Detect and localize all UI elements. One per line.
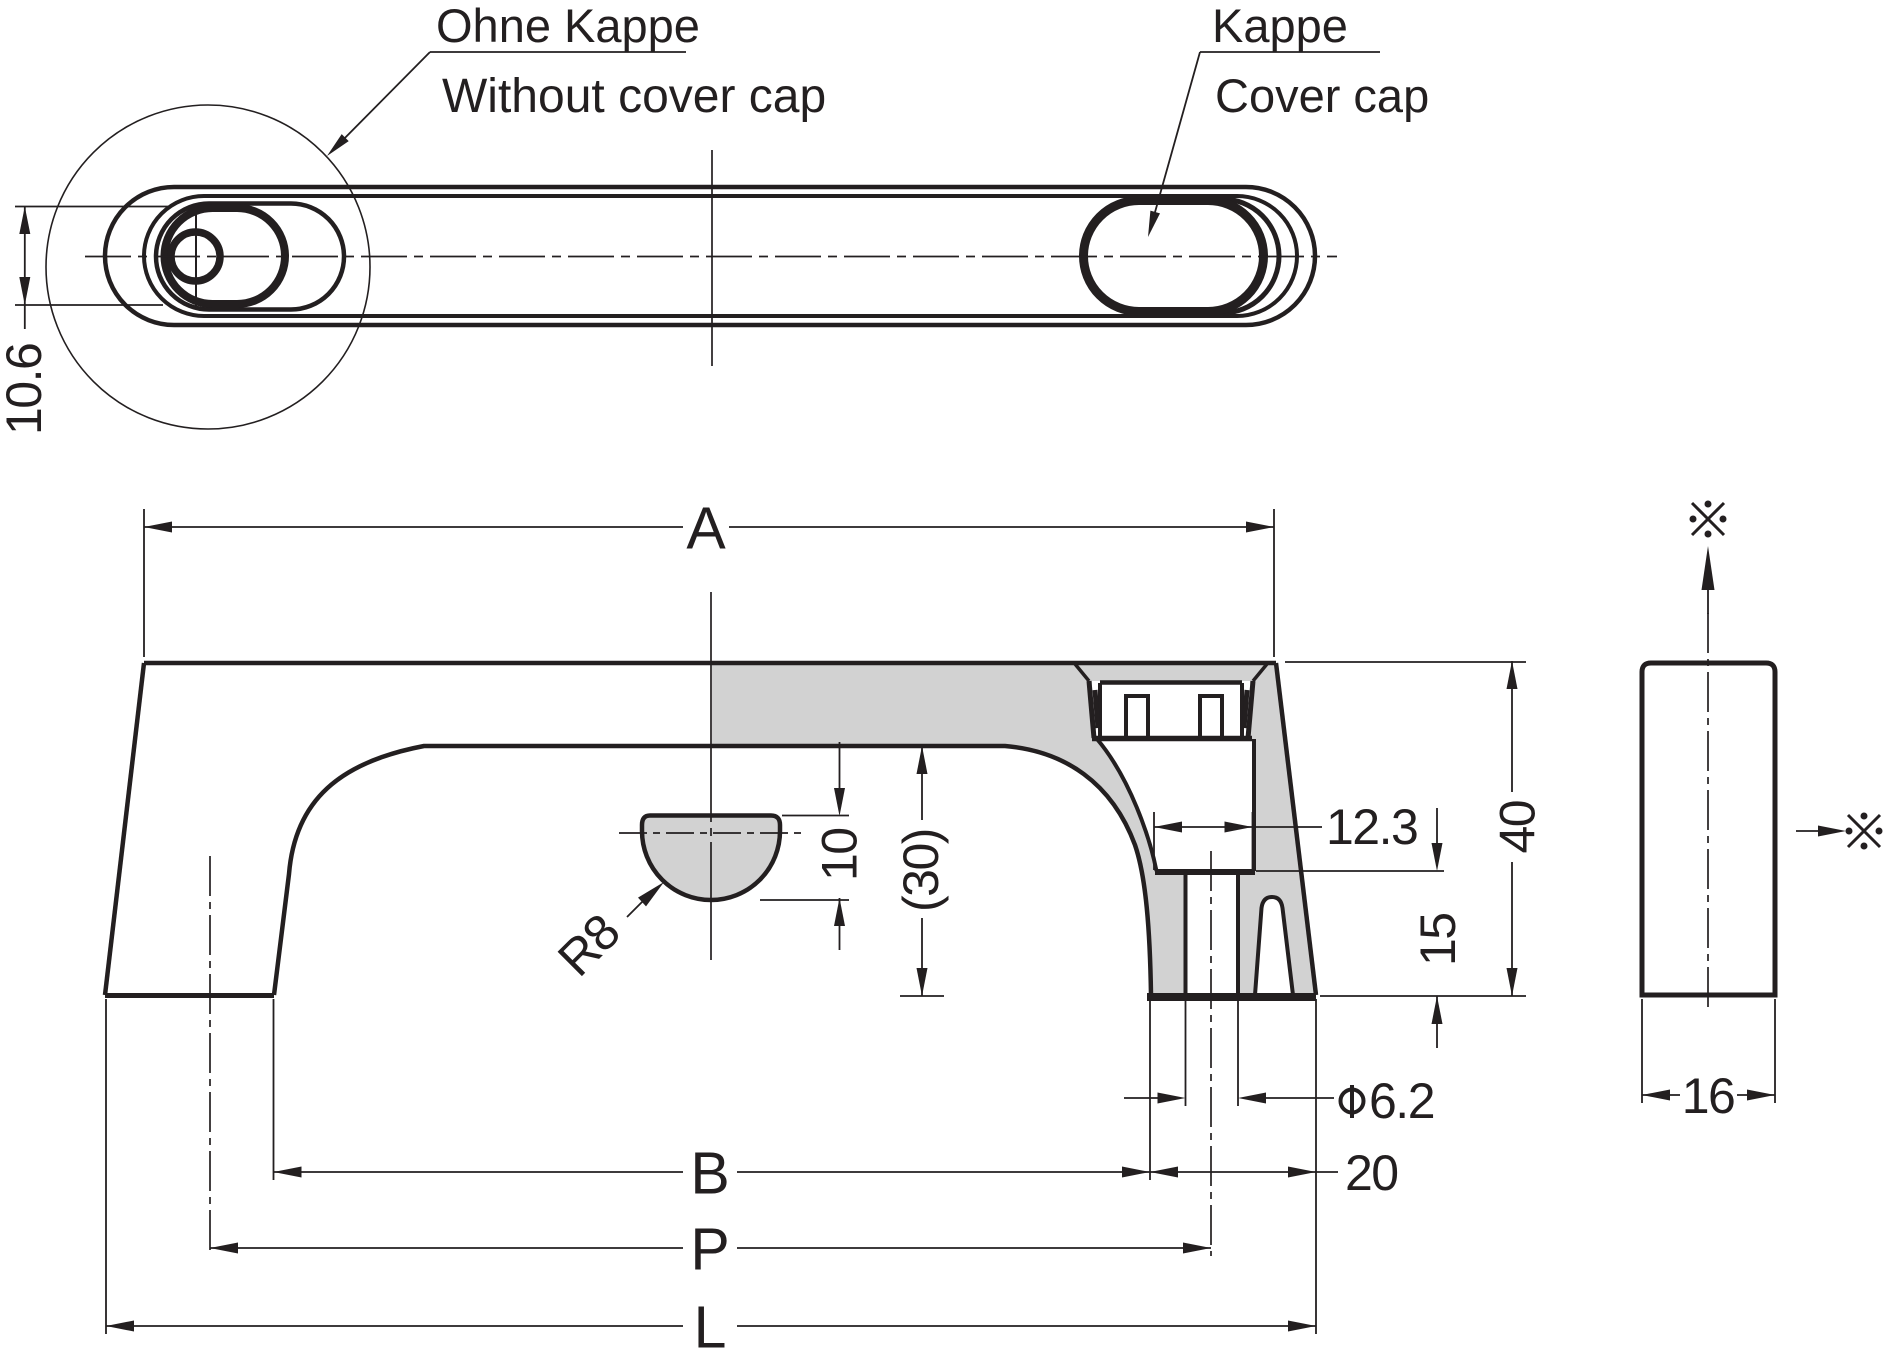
svg-text:Kappe: Kappe (1212, 0, 1348, 52)
svg-text:Ohne Kappe: Ohne Kappe (436, 0, 700, 52)
svg-text:10.6: 10.6 (0, 344, 52, 435)
svg-text:20: 20 (1345, 1145, 1398, 1201)
svg-text:15: 15 (1410, 913, 1466, 966)
svg-text:Without cover cap: Without cover cap (442, 70, 826, 123)
svg-text:Cover cap: Cover cap (1215, 69, 1429, 122)
svg-text:A: A (686, 496, 726, 562)
svg-text:B: B (690, 1141, 729, 1207)
svg-text:(30): (30) (893, 829, 949, 912)
svg-text:40: 40 (1490, 801, 1546, 854)
svg-text:16: 16 (1682, 1068, 1735, 1124)
svg-text:P: P (690, 1217, 729, 1283)
svg-text:12.3: 12.3 (1326, 799, 1417, 855)
svg-text:6.2: 6.2 (1369, 1073, 1434, 1129)
svg-text:L: L (694, 1295, 727, 1358)
svg-text:10: 10 (812, 828, 868, 881)
